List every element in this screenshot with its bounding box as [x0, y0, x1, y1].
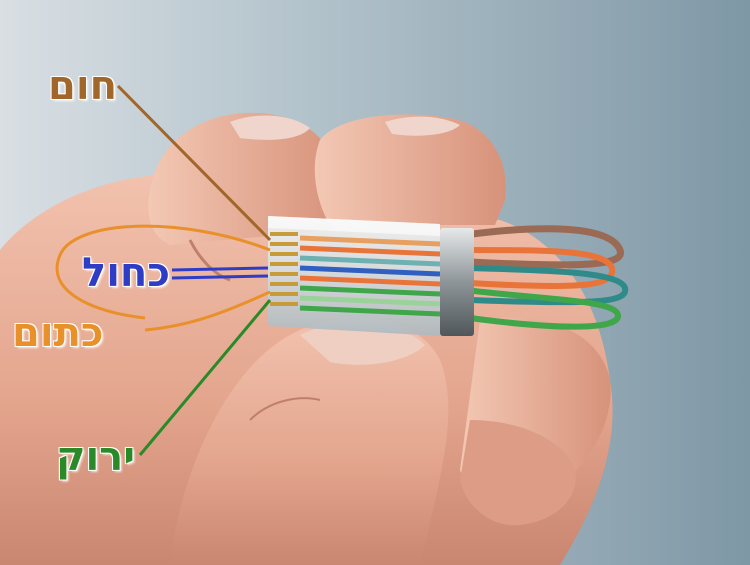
wire-green-loop	[464, 287, 621, 330]
label-blue: כחול	[82, 250, 171, 296]
label-green: ירוק	[56, 434, 136, 480]
connector-highlight	[268, 216, 440, 236]
connector-wires	[299, 235, 441, 317]
wire-brown-loop	[464, 225, 624, 269]
orange-leader-lower	[144, 290, 271, 332]
orange-leader-upper	[55, 224, 271, 320]
knuckle-crease	[188, 239, 231, 282]
thumb	[170, 317, 449, 565]
gold-contacts	[270, 232, 298, 306]
green-leader-line	[138, 299, 272, 456]
connector-shield	[440, 228, 474, 336]
middle-fingernail	[385, 116, 460, 136]
little-finger	[460, 420, 576, 526]
index-finger	[148, 112, 341, 245]
label-orange: כתום	[12, 310, 104, 356]
wire-orange-loop	[464, 247, 616, 290]
label-brown: חום	[48, 63, 118, 109]
index-fingernail	[230, 115, 310, 140]
middle-finger	[314, 114, 506, 225]
thumb-crease	[249, 397, 321, 421]
blue-leader-lines	[171, 266, 269, 280]
brown-leader-line	[116, 84, 272, 242]
